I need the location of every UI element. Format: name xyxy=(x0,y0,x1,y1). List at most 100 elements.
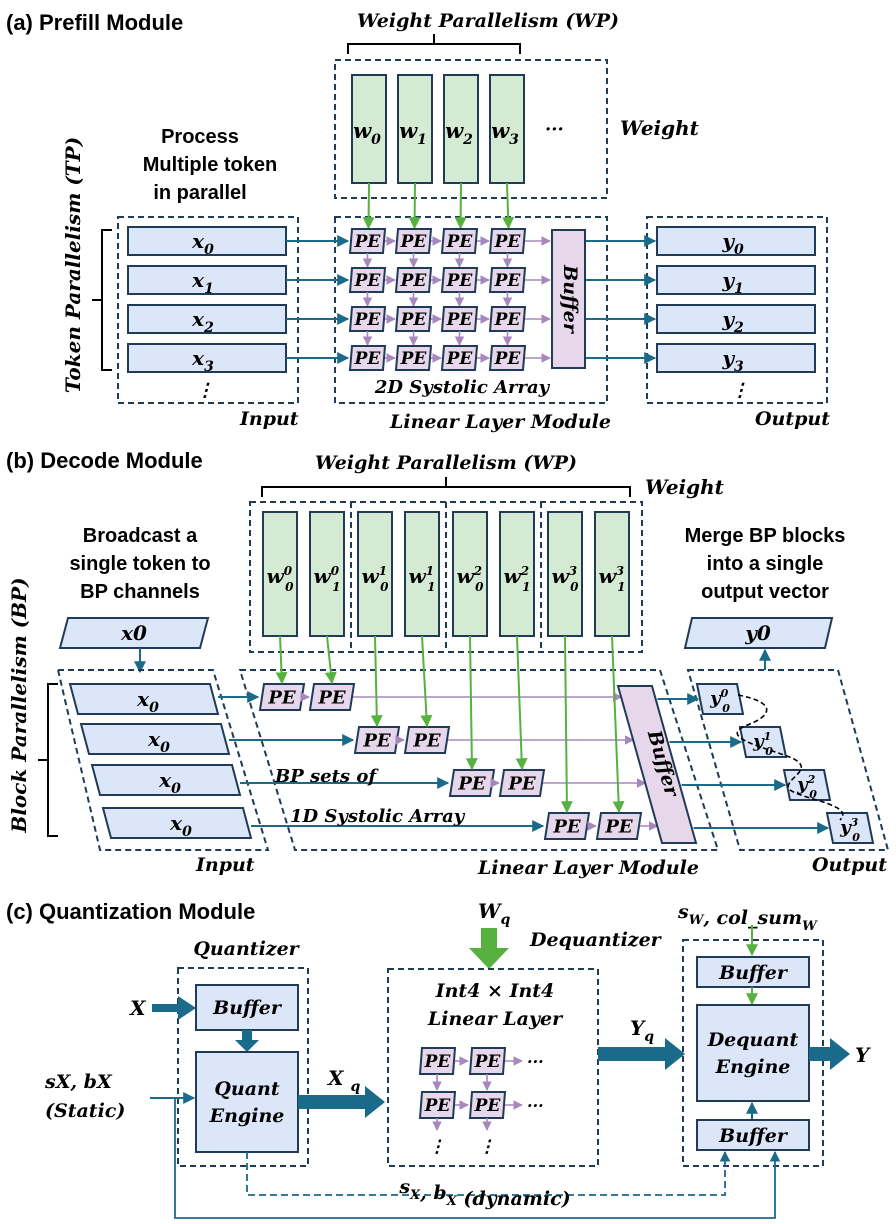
decode-broadcast-line2: single token to xyxy=(69,553,210,575)
decode-pe-3-1 xyxy=(595,812,643,840)
decode-pe-0-1 xyxy=(308,683,356,711)
decode-weight-arrow-5 xyxy=(515,635,528,771)
prefill-weight-label-2: w2 xyxy=(445,118,473,148)
decode-pe-2-0-label: PE xyxy=(457,773,486,794)
prefill-pe-3-1-label: PE xyxy=(400,349,428,369)
decode-pe-1-0 xyxy=(353,726,401,754)
prefill-output-region xyxy=(646,216,828,404)
decode-output-label: Output xyxy=(812,854,887,876)
prefill-pe-1-2 xyxy=(440,267,479,293)
dequant-top-buffer-label: Buffer xyxy=(718,962,789,984)
prefill-pe-3-3-label: PE xyxy=(494,349,522,369)
prefill-pe-1-1 xyxy=(394,267,433,293)
decode-merge-wave xyxy=(736,694,844,821)
quant-static: (Static) xyxy=(45,1100,125,1122)
decode-module-region xyxy=(238,669,720,851)
prefill-array-label: 2D Systolic Array xyxy=(374,377,551,398)
prefill-input-2 xyxy=(127,304,287,334)
decode-pe-0-1-label: PE xyxy=(317,687,346,708)
decode-input-label-2: x0 xyxy=(158,768,181,797)
quant-xq-arrow xyxy=(298,1086,385,1118)
prefill-pe-0-2-label: PE xyxy=(446,232,474,252)
decode-output-2 xyxy=(782,769,832,801)
decode-weight-0 xyxy=(262,511,298,637)
prefill-input-label-3: x3 xyxy=(191,346,214,375)
quant-sw-label: sW, col_sumW xyxy=(677,901,818,934)
prefill-input-label-2: x2 xyxy=(191,307,214,336)
quant-static-bypass-line xyxy=(174,1098,781,1219)
prefill-process-line3: in parallel xyxy=(153,182,246,204)
prefill-wp-bracket xyxy=(347,34,521,54)
prefill-pe-0-0-label: PE xyxy=(354,232,382,252)
decode-weight-arrow-3 xyxy=(420,635,433,728)
prefill-output-label: Output xyxy=(755,408,830,430)
quant-xq-base: X xyxy=(326,1066,345,1090)
prefill-pe-2-0-label: PE xyxy=(354,310,382,330)
decode-buffer xyxy=(616,685,698,844)
dequant-bottom-buffer xyxy=(696,1119,810,1151)
quant-engine-line1: Quant xyxy=(214,1078,279,1100)
quant-title: (c) Quantization Module xyxy=(6,899,255,924)
quant-input-buffer-label: Buffer xyxy=(212,997,283,1019)
prefill-tp-label: Token Parallelism (TP) xyxy=(61,137,85,393)
prefill-output-label-1: y1 xyxy=(721,268,743,297)
decode-merge-line1: Merge BP blocks xyxy=(685,525,846,547)
quant-wq-label: Wq xyxy=(478,899,510,928)
prefill-process-line1: Process xyxy=(161,126,239,148)
decode-merge-line3: output vector xyxy=(701,581,829,603)
decode-output-1 xyxy=(738,726,788,758)
prefill-input-label: Input xyxy=(239,408,299,430)
decode-weight-arrow-6 xyxy=(560,635,573,814)
quant-pe-col-vdots-0: ⋮ xyxy=(429,1137,446,1157)
int4-linear-region xyxy=(387,968,599,1167)
decode-pe-3-0-label: PE xyxy=(552,816,581,837)
decode-pe-1-1-label: PE xyxy=(412,730,441,751)
decode-merge-line2: into a single xyxy=(707,553,824,575)
prefill-weight-label: Weight xyxy=(620,116,700,140)
decode-token-in-label: x0 xyxy=(120,621,147,645)
decode-input-0 xyxy=(68,683,220,715)
quant-scale-in: sX, bX xyxy=(44,1071,113,1093)
decode-pe-0-0 xyxy=(258,683,306,711)
decode-weight-arrow-4 xyxy=(465,635,478,771)
decode-wp-label: Weight Parallelism (WP) xyxy=(315,452,577,474)
decode-weight-label: Weight xyxy=(645,475,725,499)
dequant-engine xyxy=(696,1004,810,1102)
prefill-pe-3-0 xyxy=(348,345,387,371)
prefill-pe-2-3 xyxy=(488,306,527,332)
prefill-weight-arrow-3 xyxy=(502,182,515,230)
decode-pe-2-1 xyxy=(498,769,546,797)
prefill-process-line2: Multiple token xyxy=(143,154,277,176)
decode-broadcast-line1: Broadcast a xyxy=(83,525,198,547)
prefill-wp-label: Weight Parallelism (WP) xyxy=(357,10,619,32)
decode-pe-2-0 xyxy=(448,769,496,797)
prefill-output-label-2: y2 xyxy=(721,307,744,336)
quant-yq-arrow xyxy=(598,1038,685,1070)
prefill-pe-0-3 xyxy=(488,228,527,254)
decode-weight-arrow-1 xyxy=(324,635,337,685)
prefill-pe-3-1 xyxy=(394,345,433,371)
decode-input-label: Input xyxy=(195,854,255,876)
quant-pe-1-1-label: PE xyxy=(474,1096,502,1116)
prefill-pe-3-0-label: PE xyxy=(354,349,382,369)
decode-weight-3 xyxy=(404,511,440,637)
decode-pe-0-0-label: PE xyxy=(267,687,296,708)
prefill-pe-2-3-label: PE xyxy=(494,310,522,330)
prefill-pe-3-2-label: PE xyxy=(446,349,474,369)
decode-broadcast-line3: BP channels xyxy=(80,581,200,603)
prefill-output-3 xyxy=(656,343,816,373)
prefill-output-0 xyxy=(656,226,816,256)
quant-dynamic-label: sX, bX (dynamic) xyxy=(398,1176,570,1210)
prefill-input-vdots: ⋮ xyxy=(196,380,214,401)
decode-input-1 xyxy=(79,723,231,755)
prefill-weight-ellipsis: ··· xyxy=(545,119,564,140)
decode-output-0 xyxy=(695,683,745,715)
